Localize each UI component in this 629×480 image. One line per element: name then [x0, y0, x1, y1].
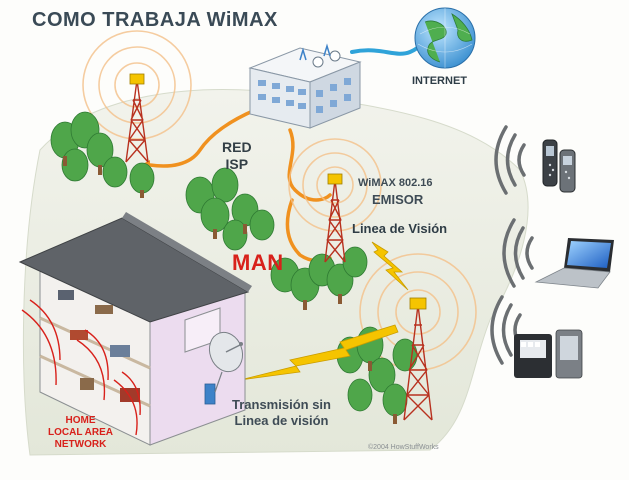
copyright-label: ©2004 HowStuffWorks [368, 444, 439, 451]
home-line1: HOME [65, 415, 96, 426]
internet-label: INTERNET [412, 75, 467, 87]
house [18, 212, 252, 446]
tower-icon [324, 173, 346, 263]
isp-building-icon [248, 43, 362, 129]
nlos-line1: Transmisión sin [232, 397, 331, 412]
home-line2: LOCAL AREA [48, 427, 113, 438]
red-isp-label: RED ISP [222, 139, 252, 173]
line-of-sight-label: Linea de Visión [352, 221, 448, 236]
tower-icon [403, 297, 433, 421]
isp-link-left [148, 106, 262, 168]
tower-icon [125, 73, 149, 163]
home-lan-label: HOME LOCAL AREA NETWORK [48, 415, 113, 451]
emisor-label: EMISOR [372, 192, 424, 207]
satellite-dish-icon [204, 331, 244, 405]
man-label: MAN [232, 250, 284, 275]
nlos-label: Transmisión sin Linea de visión [232, 397, 331, 429]
lightning-bolt-icon [371, 241, 409, 291]
globe-icon [414, 7, 476, 69]
home-line3: NETWORK [54, 439, 107, 450]
wifi-signal-icon [502, 218, 534, 288]
red-isp-line2: ISP [225, 156, 249, 172]
lan-signal [21, 299, 141, 436]
laptop-icon [534, 238, 614, 289]
diagram-title: COMO TRABAJA WiMAX [32, 9, 278, 31]
tower-center-signal [288, 138, 382, 232]
tower-left-signal [82, 30, 192, 140]
wimax-standard-label: WiMAX 802.16 [358, 177, 433, 189]
lightning-bolt-icon [239, 324, 399, 381]
wifi-signal-icon [494, 125, 526, 195]
red-isp-line1: RED [222, 139, 252, 155]
nlos-line2: Linea de visión [234, 413, 329, 428]
pda-icon [514, 329, 583, 379]
mobile-phone-icon [542, 139, 576, 193]
